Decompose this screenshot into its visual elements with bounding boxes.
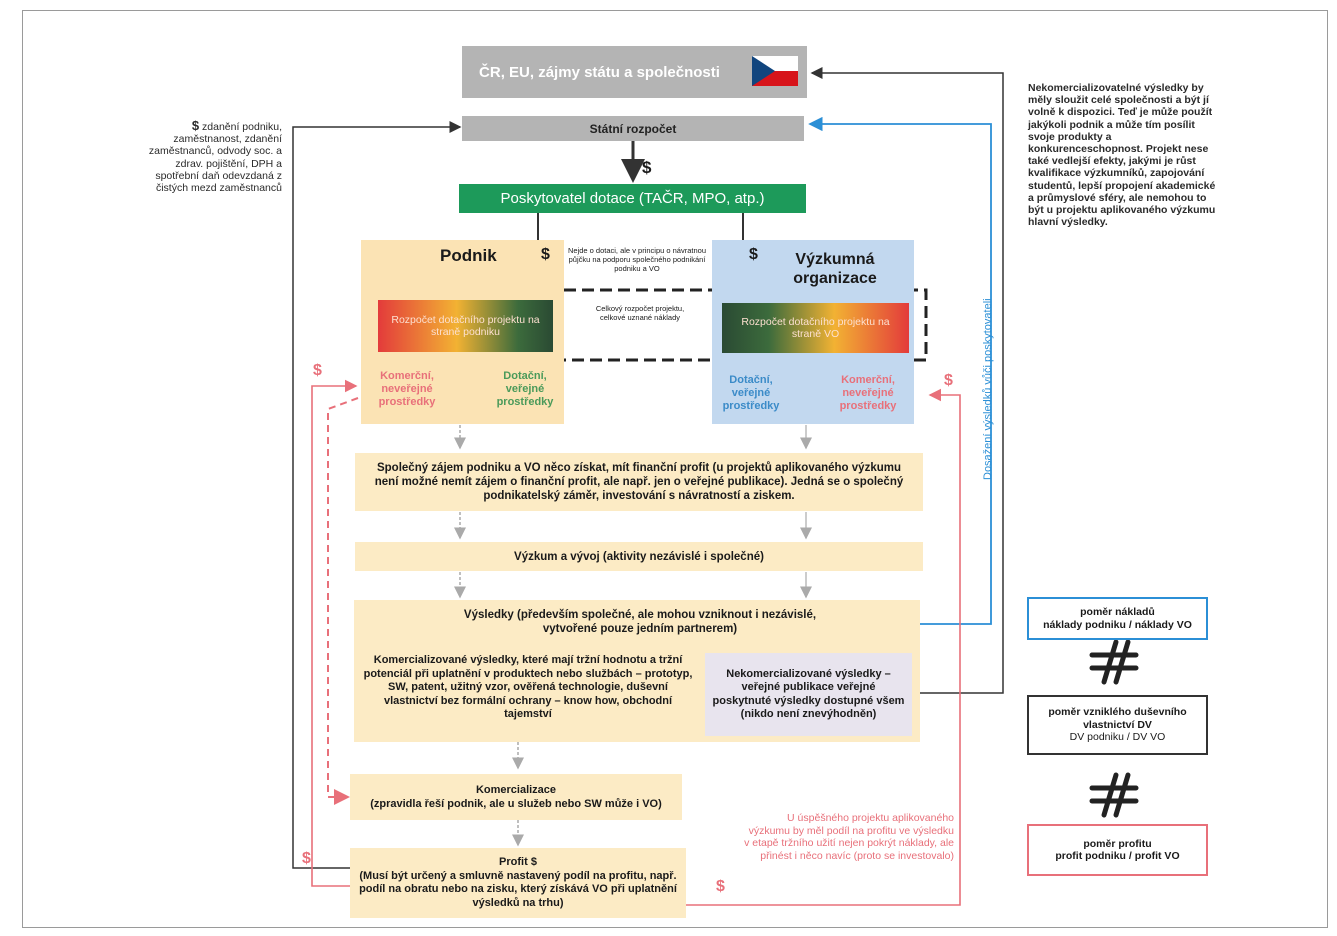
- commercialization-box: Komercializace (zpravidla řeší podnik, a…: [350, 774, 682, 820]
- profit-ratio-box: poměr profitu profit podniku / profit VO: [1027, 824, 1208, 876]
- research-org-dollar: $: [749, 246, 758, 263]
- profit-to-vo-line: [664, 388, 961, 906]
- research-org-budget-box: Rozpočet dotačního projektu na straně VO: [722, 303, 909, 353]
- left-tax-text: zdanění podniku, zaměstnanost, zdanění z…: [148, 121, 282, 195]
- dollar-left-lower: $: [302, 850, 311, 867]
- vertical-results-text: Dosažení výsledků vůči poskytovateli: [982, 298, 994, 480]
- state-budget-label: Státní rozpočet: [589, 121, 677, 136]
- left-tax-dollar: $: [191, 118, 200, 133]
- cost-ratio-sub: náklady podniku / náklady VO: [1043, 618, 1192, 631]
- state-box: ČR, EU, zájmy státu a společnosti: [462, 46, 807, 98]
- profit-title: Profit $: [499, 856, 537, 868]
- company-budget-label: Rozpočet dotačního projektu na straně po…: [391, 314, 540, 338]
- rnd-text: Výzkum a vývoj (aktivity nezávislé i spo…: [514, 551, 764, 563]
- common-interest-text: Společný zájem podniku a VO něco získat,…: [355, 461, 923, 503]
- budget-dollar: $: [642, 158, 652, 177]
- results-to-provider-line: [808, 116, 992, 625]
- cost-ratio-text: poměr nákladů náklady podniku / náklady …: [1043, 606, 1192, 631]
- right-public-text: Nekomercializovatelné výsledky by měly s…: [1028, 82, 1216, 229]
- provider-box: Poskytovatel dotace (TAČR, MPO, atp.): [459, 184, 806, 213]
- cost-ratio-title: poměr nákladů: [1080, 606, 1155, 618]
- dollar-left-upper: $: [313, 362, 322, 379]
- ip-ratio-box: poměr vzniklého duševního vlastnictví DV…: [1027, 695, 1208, 755]
- noncommercial-results-box: Nekomercializované výsledky – veřejné pu…: [705, 653, 912, 736]
- right-public-note: Nekomercializovatelné výsledky by měly s…: [1028, 82, 1218, 228]
- tax-return-line: [292, 121, 462, 869]
- research-org-commercial-label: Komerční, neveřejné prostředky: [839, 374, 897, 412]
- research-org-subsidy-label: Dotační, veřejné prostředky: [722, 374, 780, 412]
- research-org-budget-label: Rozpočet dotačního projektu na straně VO: [741, 316, 890, 340]
- company-budget-box: Rozpočet dotačního projektu na straně po…: [378, 300, 553, 352]
- dollar-right-upper: $: [944, 372, 953, 389]
- commercial-funds-dashed-line: [327, 397, 359, 805]
- company-subsidy-label: Dotační, veřejné prostředky: [496, 370, 554, 408]
- not-equal-sign-1: [1089, 639, 1139, 685]
- left-tax-note: $ zdanění podniku, zaměstnanost, zdanění…: [136, 118, 282, 195]
- pink-profit-note: U úspěšného projektu aplikovaného výzkum…: [744, 812, 954, 862]
- cost-ratio-box: poměr nákladů náklady podniku / náklady …: [1027, 597, 1208, 640]
- page-frame: [22, 10, 1328, 928]
- ip-ratio-text: poměr vzniklého duševního vlastnictví DV…: [1029, 706, 1206, 744]
- profit-to-company-line: [311, 379, 358, 887]
- company-commercial-label: Komerční, neveřejné prostředky: [378, 370, 436, 408]
- commercialization-text: (zpravidla řeší podnik, ale u služeb neb…: [370, 798, 662, 810]
- provider-label: Poskytovatel dotace (TAČR, MPO, atp.): [500, 190, 765, 207]
- profit-ratio-text: poměr profitu profit podniku / profit VO: [1055, 838, 1179, 863]
- company-dollar: $: [541, 246, 550, 263]
- results-bold: Výsledky: [463, 609, 514, 621]
- common-interest-rest: (u projektů aplikovaného výzkumu není mo…: [374, 462, 904, 502]
- results-heading: Výsledky (především společné, ale mohou …: [440, 608, 840, 636]
- profit-ratio-sub: profit podniku / profit VO: [1055, 850, 1180, 862]
- common-interest-box: Společný zájem podniku a VO něco získat,…: [355, 453, 923, 511]
- state-label: ČR, EU, zájmy státu a společnosti: [479, 63, 720, 81]
- profit-text: (Musí být určený a smluvně nastavený pod…: [359, 869, 677, 909]
- results-rest: (především společné, ale mohou vzniknout…: [516, 609, 817, 635]
- ip-ratio-sub: DV podniku / DV VO: [1069, 731, 1166, 744]
- noncommercial-results-text: Nekomercializované výsledky – veřejné pu…: [712, 667, 905, 721]
- profit-box: Profit $ (Musí být určený a smluvně nast…: [350, 848, 686, 918]
- public-results-line: [810, 67, 1004, 694]
- dollar-right-lower: $: [716, 878, 725, 895]
- czech-flag-icon: [752, 56, 798, 86]
- commercialization-text-wrap: Komercializace (zpravidla řeší podnik, a…: [370, 783, 662, 811]
- ip-ratio-title: poměr vzniklého duševního vlastnictví DV: [1048, 706, 1187, 731]
- profit-ratio-title: poměr profitu: [1083, 837, 1152, 850]
- loan-note: Nejde o dotaci, ale v principu o návratn…: [567, 246, 706, 273]
- rnd-rest: (aktivity nezávislé i společné): [602, 550, 764, 563]
- profit-text-wrap: Profit $ (Musí být určený a smluvně nast…: [350, 856, 686, 910]
- common-interest-bold: Společný zájem podniku a VO něco získat,…: [376, 462, 710, 474]
- commercialization-title: Komercializace: [475, 784, 557, 796]
- research-org-title: Výzkumná organizace: [793, 251, 877, 287]
- total-budget-note: Celkový rozpočet projektu, celkové uznan…: [595, 304, 685, 322]
- not-equal-sign-2: [1089, 772, 1139, 818]
- rnd-box: Výzkum a vývoj (aktivity nezávislé i spo…: [355, 542, 923, 571]
- rnd-bold: Výzkum a vývoj: [514, 550, 600, 563]
- state-budget-box: Státní rozpočet: [462, 116, 804, 141]
- company-title: Podnik: [440, 246, 497, 265]
- commercial-results-text: Komercializované výsledky, které mají tr…: [363, 654, 693, 720]
